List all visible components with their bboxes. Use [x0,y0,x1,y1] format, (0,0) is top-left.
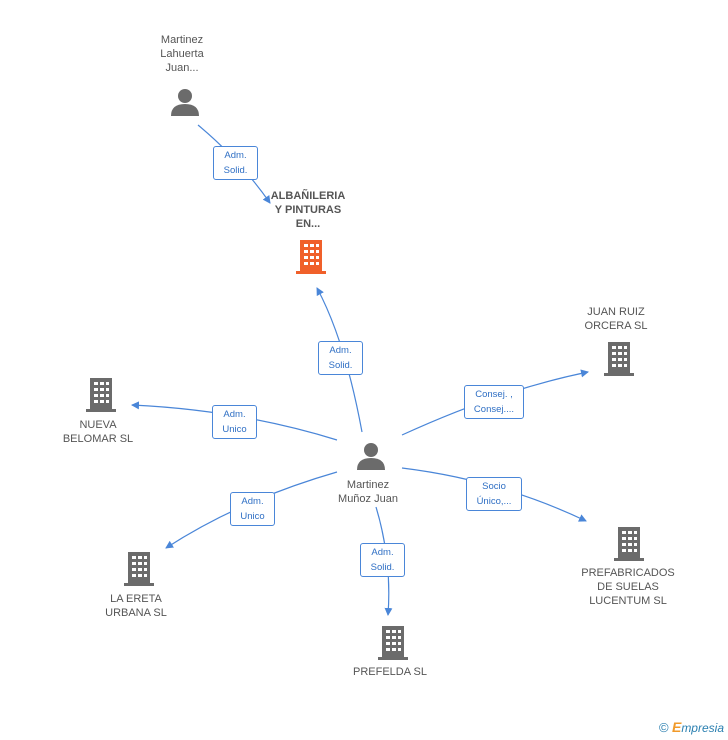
building-icon[interactable] [378,626,408,660]
edge-label-line: Adm. [329,345,352,356]
node-label-prefabricados[interactable]: PREFABRICADOS DE SUELAS LUCENTUM SL [572,566,684,608]
edge-label-munoz-juan-ruiz[interactable]: Consej. , Consej.... [464,385,524,419]
edge-label-line: Adm. [223,409,246,420]
node-label-line: Martinez [160,34,204,46]
edge-label-munoz-la-ereta[interactable]: Adm. Unico [230,492,275,526]
edge-label-line: Único,... [476,496,512,507]
brand-initial: E [671,719,682,735]
edge-label-line: Unico [222,424,247,435]
node-label-line: LA ERETA [110,593,162,605]
node-label-prefelda[interactable]: PREFELDA SL [340,665,440,679]
node-label-line: DE SUELAS [597,581,659,593]
node-label-line: URBANA SL [105,607,167,619]
empresia-logo[interactable]: © Empresia [659,719,724,735]
person-icon[interactable] [357,443,385,470]
node-label-martinez-munoz[interactable]: Martinez Muñoz Juan [318,478,418,506]
person-icon[interactable] [171,89,199,116]
node-label-line: Juan... [165,62,199,74]
building-icon[interactable] [86,378,116,412]
node-label-line: Martinez [346,479,390,491]
edge-label-lahuerta-albanileria[interactable]: Adm. Solid. [213,146,258,180]
edge-label-line: Consej.... [473,404,515,415]
node-label-line: NUEVA [79,419,117,431]
building-icon[interactable] [124,552,154,586]
edge-label-line: Socio [482,481,506,492]
building-icon[interactable] [614,527,644,561]
node-label-line: BELOMAR SL [62,433,134,445]
node-label-line: LUCENTUM SL [589,595,667,607]
building-icon[interactable] [604,342,634,376]
edge-label-line: Adm. [371,547,394,558]
node-label-nueva-belomar[interactable]: NUEVA BELOMAR SL [48,418,148,446]
edge-label-line: Consej. , [475,389,513,400]
node-label-juan-ruiz[interactable]: JUAN RUIZ ORCERA SL [566,305,666,333]
edge-label-line: Unico [240,511,265,522]
edge-label-line: Solid. [328,360,353,371]
node-label-line: JUAN RUIZ [587,306,645,318]
edge-label-line: Solid. [370,562,395,573]
node-label-line: PREFELDA SL [353,666,427,678]
node-label-line: EN... [295,218,321,230]
copyright-symbol: © [659,720,669,735]
node-label-line: PREFABRICADOS [581,567,675,579]
node-label-line: Muñoz Juan [338,493,398,505]
building-icon[interactable] [296,240,326,274]
node-label-line: ORCERA SL [584,320,648,332]
edge-label-munoz-prefelda[interactable]: Adm. Solid. [360,543,405,577]
node-label-line: ALBAÑILERIA [270,190,346,202]
edge-label-line: Adm. [241,496,264,507]
edge-label-munoz-nueva-belomar[interactable]: Adm. Unico [212,405,257,439]
node-label-line: Lahuerta [160,48,204,60]
node-label-line: Y PINTURAS [274,204,342,216]
edge-label-munoz-albanileria[interactable]: Adm. Solid. [318,341,363,375]
node-label-la-ereta[interactable]: LA ERETA URBANA SL [86,592,186,620]
node-label-martinez-lahuerta[interactable]: Martinez Lahuerta Juan... [134,33,230,75]
edge-label-line: Solid. [223,165,248,176]
edge-label-munoz-prefabricados[interactable]: Socio Único,... [466,477,522,511]
node-label-albanileria[interactable]: ALBAÑILERIA Y PINTURAS EN... [258,189,358,231]
edge-label-line: Adm. [224,150,247,161]
brand-name: mpresia [681,721,724,735]
